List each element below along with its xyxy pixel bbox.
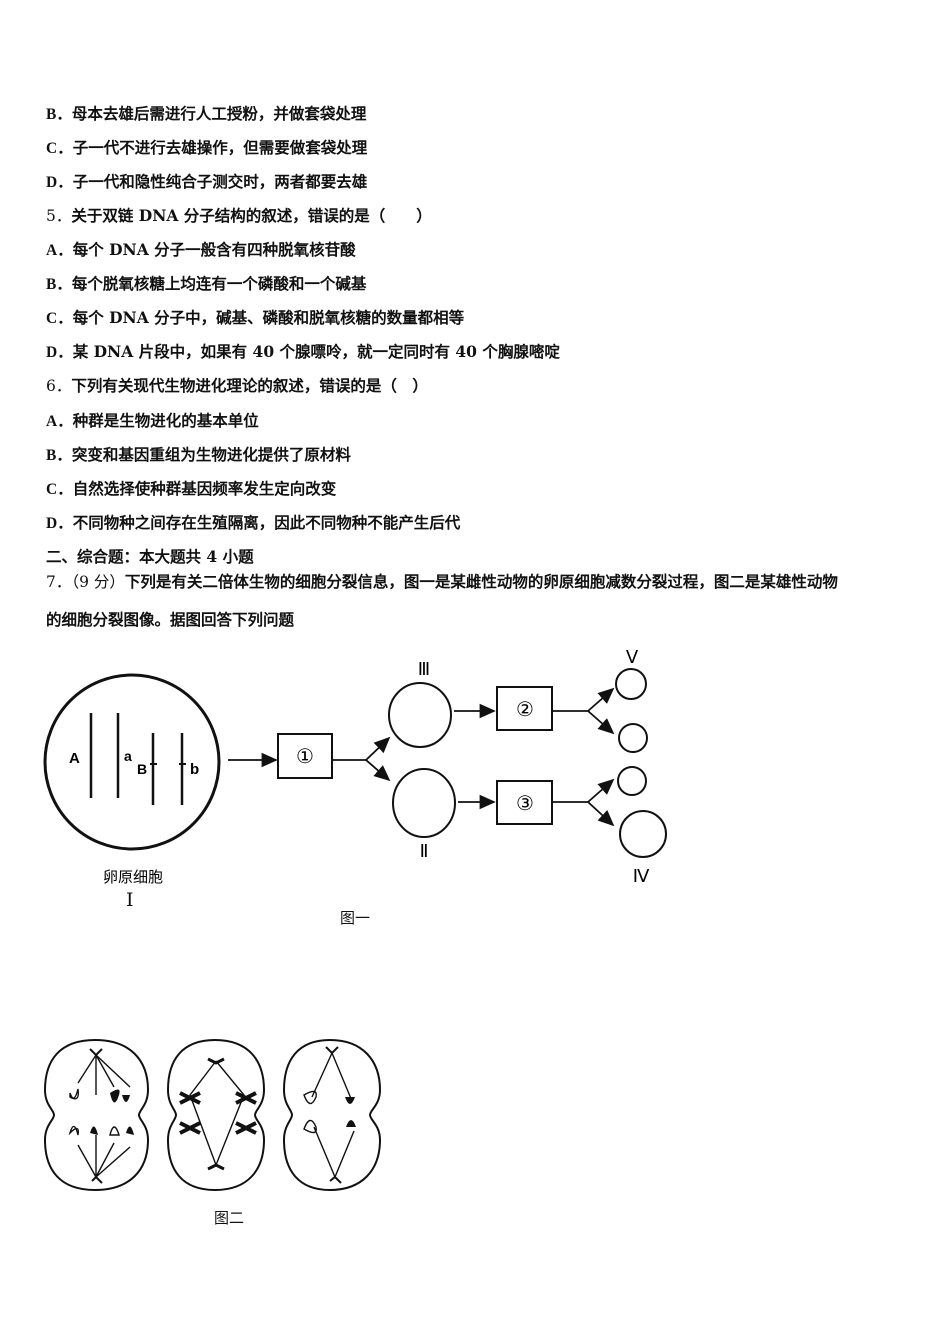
question-number: 6． (46, 377, 72, 395)
gene-label-A: A (69, 750, 80, 767)
option-letter: C (46, 481, 58, 498)
question-line-q5: 5．关于双链 DNA 分子结构的叙述，错误的是（ ） (46, 204, 432, 226)
polar-body-3 (617, 766, 647, 796)
question-line-q6c: C．自然选择使种群基因频率发生定向改变 (46, 477, 336, 499)
step-2-box (496, 686, 553, 731)
line-text: ．每个脱氧核糖上均连有一个磷酸和一个碱基 (56, 274, 367, 293)
question-7-line-1: 7．（9 分）下列是有关二倍体生物的细胞分裂信息，图一是某雌性动物的卵原细胞减数… (46, 570, 838, 592)
figure-2-cell-division-images (43, 1038, 382, 1192)
question-line-q5d: D．某 DNA 片段中，如果有 40 个腺嘌呤，就一定同时有 40 个胸腺嘧啶 (46, 340, 560, 362)
option-letter: C (46, 140, 58, 157)
question-line-q5b: B．每个脱氧核糖上均连有一个磷酸和一个碱基 (46, 272, 366, 294)
step-3-label: ③ (516, 793, 534, 815)
line-text: 下列有关现代生物进化理论的叙述，错误的是（ ） (71, 376, 428, 395)
option-letter: B (46, 106, 57, 123)
option-letter: C (46, 310, 58, 327)
numeral-V: Ⅴ (626, 647, 639, 667)
line-text: ．每个 DNA 分子中，碱基、磷酸和脱氧核糖的数量都相等 (57, 308, 465, 327)
oogonium-label: 卵原细胞 (103, 869, 163, 886)
option-letter: D (46, 344, 58, 361)
line-text: ．种群是生物进化的基本单位 (57, 411, 259, 430)
section-2-heading: 二、综合题：本大题共 4 小题 (46, 547, 254, 566)
line-text: ．自然选择使种群基因频率发生定向改变 (57, 479, 337, 498)
question-line-q5c: C．每个 DNA 分子中，碱基、磷酸和脱氧核糖的数量都相等 (46, 306, 464, 328)
oogonium-cell (43, 673, 221, 851)
option-letter: A (46, 413, 58, 430)
line-text: ．突变和基因重组为生物进化提供了原材料 (56, 445, 351, 464)
option-letter: B (46, 447, 57, 464)
question-line-q6b: B．突变和基因重组为生物进化提供了原材料 (46, 443, 351, 465)
dividing-cell-3 (282, 1038, 382, 1192)
question-line-q4c: C．子一代不进行去雄操作，但需要做套袋处理 (46, 136, 367, 158)
line-text: ．某 DNA 片段中，如果有 40 个腺嘌呤，就一定同时有 40 个胸腺嘧啶 (57, 342, 560, 361)
step-2-label: ② (516, 699, 534, 721)
question-number: 7． (46, 573, 72, 591)
line-text: ．子一代和隐性纯合子测交时，两者都要去雄 (57, 172, 368, 191)
question-score: （9 分） (71, 573, 125, 591)
dividing-cell-1 (43, 1038, 150, 1192)
numeral-II: Ⅱ (420, 841, 429, 861)
numeral-III: Ⅲ (418, 659, 430, 679)
cell-II (392, 768, 456, 838)
dividing-cell-2 (166, 1038, 266, 1192)
question-line-q6: 6．下列有关现代生物进化理论的叙述，错误的是（ ） (46, 374, 428, 396)
polar-body-2 (618, 723, 648, 753)
gene-label-B: B (137, 761, 147, 777)
question-line-q6d: D．不同物种之间存在生殖隔离，因此不同物种不能产生后代 (46, 511, 460, 533)
question-text: 下列是有关二倍体生物的细胞分裂信息，图一是某雌性动物的卵原细胞减数分裂过程，图二… (124, 572, 838, 591)
question-line-q6a: A．种群是生物进化的基本单位 (46, 409, 259, 431)
question-line-q5a: A．每个 DNA 分子一般含有四种脱氧核苷酸 (46, 238, 356, 260)
gene-label-a: a (124, 748, 132, 764)
option-letter: B (46, 276, 57, 293)
egg-cell-IV (619, 810, 667, 858)
option-letter: D (46, 515, 58, 532)
line-text: ．不同物种之间存在生殖隔离，因此不同物种不能产生后代 (57, 513, 461, 532)
line-text: ．每个 DNA 分子一般含有四种脱氧核苷酸 (57, 240, 356, 259)
oogonium-numeral: Ⅰ (126, 889, 134, 911)
line-text: 关于双链 DNA 分子结构的叙述，错误的是（ ） (71, 206, 432, 225)
step-1-label: ① (296, 746, 314, 768)
step-1-box (277, 733, 333, 779)
cell-III (388, 682, 452, 748)
question-7-line-2: 的细胞分裂图像。据图回答下列问题 (46, 610, 295, 629)
figure-2-caption: 图二 (214, 1209, 245, 1227)
question-number: 5． (46, 207, 72, 225)
option-letter: D (46, 174, 58, 191)
question-line-q4b: B．母本去雄后需进行人工授粉，并做套袋处理 (46, 102, 366, 124)
figure-1-oogenesis-diagram: A a B b ① Ⅲ Ⅱ ② ③ Ⅴ Ⅳ 卵原细胞 (43, 647, 667, 886)
option-letter: A (46, 242, 58, 259)
question-line-q4d: D．子一代和隐性纯合子测交时，两者都要去雄 (46, 170, 367, 192)
polar-body-V (615, 668, 647, 700)
line-text: ．母本去雄后需进行人工授粉，并做套袋处理 (56, 104, 367, 123)
gene-label-b: b (190, 761, 199, 778)
line-text: ．子一代不进行去雄操作，但需要做套袋处理 (57, 138, 368, 157)
figure-1-caption: 图一 (340, 909, 371, 927)
numeral-IV: Ⅳ (633, 866, 650, 886)
